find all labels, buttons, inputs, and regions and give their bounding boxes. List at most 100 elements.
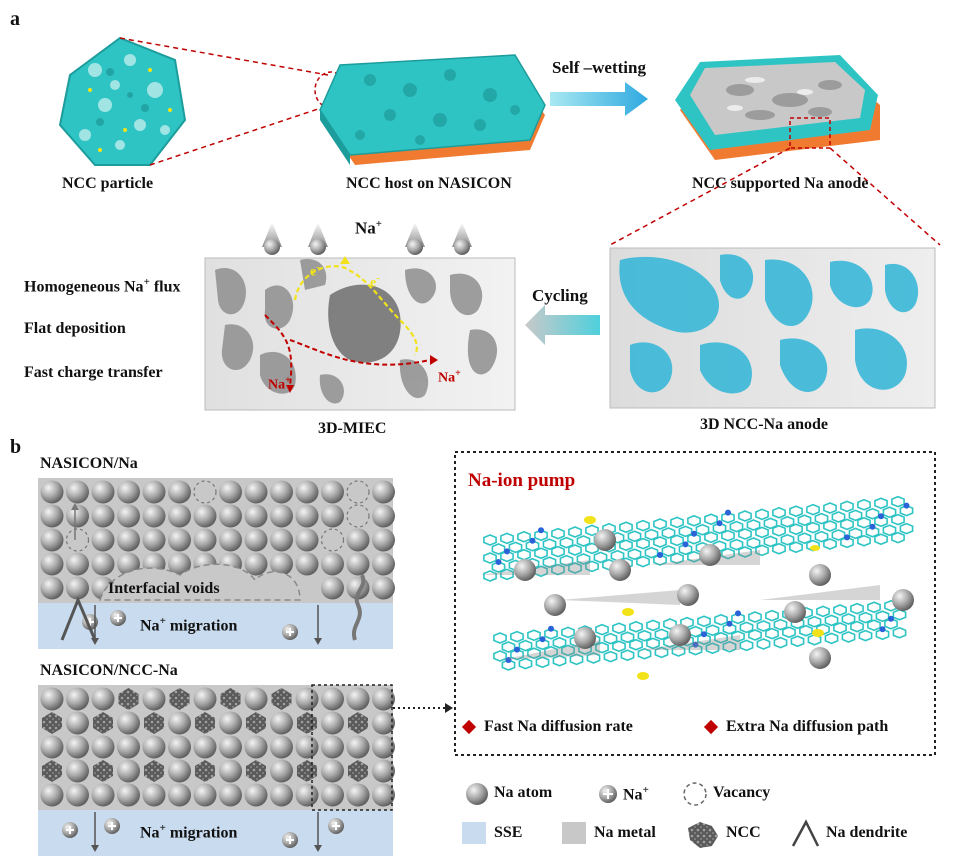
graphene-hexagon xyxy=(491,543,506,555)
graphene-hexagon xyxy=(884,617,898,630)
graphene-hexagon xyxy=(585,560,599,573)
na-atom xyxy=(321,711,344,735)
graphene-hexagon xyxy=(661,545,676,557)
dopant-atom xyxy=(844,534,850,541)
graphene-hexagon xyxy=(552,636,567,649)
na-atom xyxy=(321,783,344,807)
na-atom xyxy=(66,552,89,576)
na-atom xyxy=(346,552,370,576)
graphene-hexagon xyxy=(865,525,880,538)
na-atom xyxy=(346,735,370,759)
graphene-hexagon xyxy=(857,534,871,547)
ncc-cluster xyxy=(348,760,368,782)
na-atom xyxy=(346,528,370,552)
self-wetting-arrow xyxy=(550,82,648,116)
na-ion-pump-title: Na-ion pump xyxy=(468,470,576,491)
graphene-hexagon xyxy=(688,625,703,638)
graphene-hexagon xyxy=(858,611,873,624)
miec-structure xyxy=(204,256,516,411)
cycling-arrow xyxy=(525,305,600,345)
na-atom xyxy=(346,783,370,807)
graphene-hexagon xyxy=(841,631,856,643)
na-atom xyxy=(168,735,191,759)
dopant-atom xyxy=(504,548,510,555)
graphene-hexagon xyxy=(841,613,856,625)
na-atom xyxy=(321,552,344,576)
na-atom xyxy=(168,552,191,576)
ncc-cluster xyxy=(246,712,266,734)
na-ion xyxy=(282,832,298,848)
nasicon-na-schematic xyxy=(38,478,395,649)
na-atom xyxy=(295,528,319,552)
graphene-hexagon xyxy=(500,550,514,563)
na-atom xyxy=(117,759,140,783)
diamond-bullet-1 xyxy=(461,719,477,735)
graphene-hexagon xyxy=(882,524,897,537)
graphene-hexagon xyxy=(551,527,565,540)
graphene-hexagon xyxy=(483,570,497,582)
na-atom xyxy=(372,687,395,711)
ncc-particle-label: NCC particle xyxy=(62,175,154,192)
na-atom xyxy=(117,783,140,807)
graphene-hexagon xyxy=(772,542,786,555)
graphene-hexagon xyxy=(510,648,524,661)
na-atom xyxy=(142,504,166,528)
graphene-hexagon xyxy=(721,547,735,560)
dopant-atom xyxy=(538,527,544,534)
graphene-hexagon xyxy=(636,537,650,550)
na-atom xyxy=(270,504,293,528)
graphene-hexagon xyxy=(714,631,728,644)
dopant-atom xyxy=(878,513,884,520)
graphene-hexagon xyxy=(612,640,626,653)
graphene-hexagon xyxy=(612,622,626,635)
graphene-hexagon xyxy=(687,532,701,545)
graphene-hexagon xyxy=(891,513,905,526)
na-atom xyxy=(270,711,293,735)
na-atom xyxy=(219,480,242,504)
graphene-hexagon xyxy=(797,532,812,545)
graphene-hexagon xyxy=(518,657,533,670)
connector-arrowhead xyxy=(445,703,453,713)
graphene-hexagon xyxy=(867,601,881,614)
na-atom xyxy=(270,735,293,759)
graphene-hexagon xyxy=(576,535,591,547)
legend-na-metal-label: Na metal xyxy=(594,824,656,841)
graphene-hexagon xyxy=(875,628,890,641)
na-atom xyxy=(244,735,268,759)
ncc-cluster xyxy=(42,760,62,782)
na-atom xyxy=(219,735,242,759)
na-atom xyxy=(91,735,115,759)
graphene-hexagon xyxy=(493,632,507,644)
na-atom xyxy=(372,759,395,783)
na-atom xyxy=(40,687,64,711)
legend-sse-label: SSE xyxy=(494,824,523,841)
graphene-hexagon xyxy=(646,619,660,632)
graphene-hexagon xyxy=(644,528,659,541)
na-atom xyxy=(295,480,319,504)
dopant-atom xyxy=(514,646,520,653)
graphene-hexagon xyxy=(627,548,642,561)
dopant-atom xyxy=(879,626,886,633)
na-atom xyxy=(142,480,166,504)
na-atom xyxy=(117,480,140,504)
na-atom xyxy=(91,504,115,528)
na-atom xyxy=(295,504,319,528)
na-atom xyxy=(321,759,344,783)
legend-ncc-label: NCC xyxy=(726,824,761,841)
graphene-hexagon xyxy=(765,609,779,622)
graphene-hexagon xyxy=(765,627,779,640)
na-atom xyxy=(295,735,319,759)
graphene-hexagon xyxy=(678,543,693,556)
graphene-hexagon xyxy=(748,629,762,641)
graphene-hexagon xyxy=(738,546,752,558)
diamond-bullet-2 xyxy=(703,719,719,735)
graphene-layers xyxy=(480,495,914,680)
ncc-cluster xyxy=(144,760,164,782)
na-atom xyxy=(91,783,115,807)
graphene-hexagon xyxy=(705,624,720,637)
panel-a-letter: a xyxy=(10,8,20,30)
zoom-line-anode-right xyxy=(829,147,941,246)
graphene-hexagon xyxy=(653,518,667,530)
graphene-hexagon xyxy=(653,536,667,548)
